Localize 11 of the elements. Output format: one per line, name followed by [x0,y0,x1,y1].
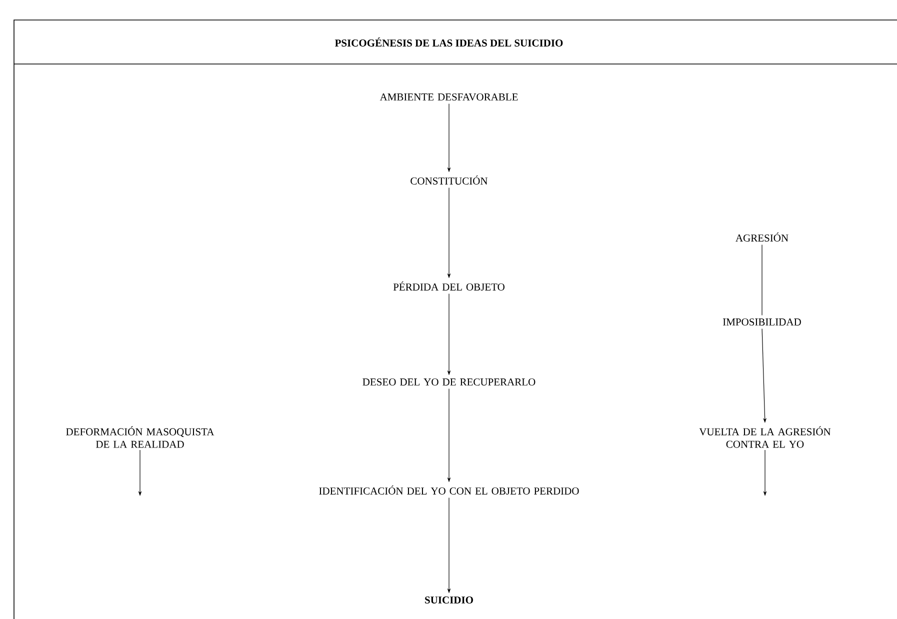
step-text: DESEO DEL YO DE RECUPERARLO [362,378,536,386]
title: PSICOGÉNESIS DE LAS IDEAS DEL SUICIDIO [334,37,563,47]
step-text: IDENTIFICACIÓN DEL YO CON EL OBJETO PERDIDO [319,485,579,495]
step-text: SUICIDIO [425,596,473,604]
step-text: CONSTITUCIÓN [410,175,488,185]
step-text: DEFORMACIÓN MASOQUISTA DE LA REALIDAD [66,426,214,448]
step-text: AMBIENTE DESFAVORABLE [380,93,518,101]
step-text: AGRESIÓN [736,232,788,242]
step-text: VUELTA DE LA AGRESIÓN CONTRA EL YO [699,426,831,448]
step-text: PÉRDIDA DEL OBJETO [393,281,504,291]
step-text: IMPOSIBILIDAD [723,318,801,326]
